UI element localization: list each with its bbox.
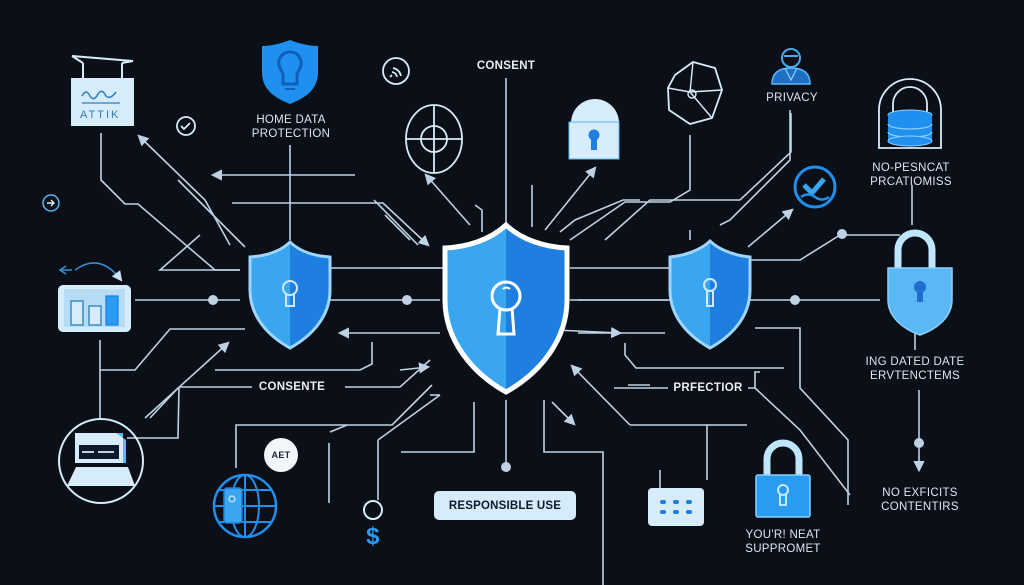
ing-dated-line1: ING DATED DATE xyxy=(865,356,965,368)
padlock-icon xyxy=(887,229,953,336)
no-explicits-line1: NO EXFICITS xyxy=(882,487,958,499)
no-explicits-label: NO EXFICITS CONTENTIRS xyxy=(870,486,970,514)
aet-badge-icon xyxy=(264,438,298,472)
connector-lines xyxy=(99,78,925,585)
youri-neat-line1: YOU'R! NEAT xyxy=(745,529,821,541)
checkmark-circle-icon xyxy=(176,116,196,136)
check-wave-icon xyxy=(793,165,837,209)
right-shield-icon xyxy=(668,238,752,350)
attik-label: ATTIK xyxy=(80,109,121,121)
no-personal-line1: NO-PESNCAT xyxy=(872,162,950,174)
person-icon xyxy=(771,48,811,85)
crosshair-icon xyxy=(405,104,463,174)
center-shield-icon xyxy=(442,221,570,395)
prefectior-label: PRFECTIOR xyxy=(668,381,748,395)
youri-neat-line2: SUPPROMET xyxy=(745,543,821,555)
bar-chart-card-icon xyxy=(58,262,131,332)
youri-neat-label: YOU'R! NEAT SUPPROMET xyxy=(738,528,828,556)
no-explicits-line2: CONTENTIRS xyxy=(881,501,959,513)
node-ring-icon xyxy=(363,500,383,520)
keypad-icon xyxy=(648,488,704,526)
database-lock-icon xyxy=(878,78,942,149)
dollar-icon: $ xyxy=(366,523,380,550)
left-shield-icon xyxy=(248,239,332,350)
no-personal-line2: PRCATIOMISS xyxy=(870,176,952,188)
home-data-protection-line2: PROTECTION xyxy=(251,128,331,140)
home-data-protection-label: HOME DATA PROTECTION xyxy=(248,113,334,141)
ing-dated-line2: ERVTENCTEMS xyxy=(870,370,960,382)
privacy-label: PRIVACY xyxy=(766,92,818,104)
network-hexagon-icon xyxy=(667,61,723,125)
signpost-chart-icon xyxy=(71,55,134,126)
consente-label: CONSENTE xyxy=(252,380,332,394)
laptop-document-icon xyxy=(58,418,144,504)
shield-bulb-icon xyxy=(262,40,318,104)
responsible-use-button[interactable]: RESPONSIBLE USE xyxy=(434,491,576,520)
arrow-circle-icon xyxy=(42,194,60,212)
signal-circle-icon xyxy=(382,57,410,85)
aet-badge-label: AET xyxy=(271,450,291,460)
ing-dated-label: ING DATED DATE ERVTENCTEMS xyxy=(860,355,970,383)
no-personal-label: NO-PESNCAT PRCATIOMISS xyxy=(862,161,960,189)
bottom-padlock-icon xyxy=(755,439,811,518)
home-data-protection-line1: HOME DATA xyxy=(256,114,326,126)
gauge-padlock-icon xyxy=(568,99,620,160)
globe-phone-icon xyxy=(212,473,278,539)
consent-title: CONSENT xyxy=(476,60,536,72)
